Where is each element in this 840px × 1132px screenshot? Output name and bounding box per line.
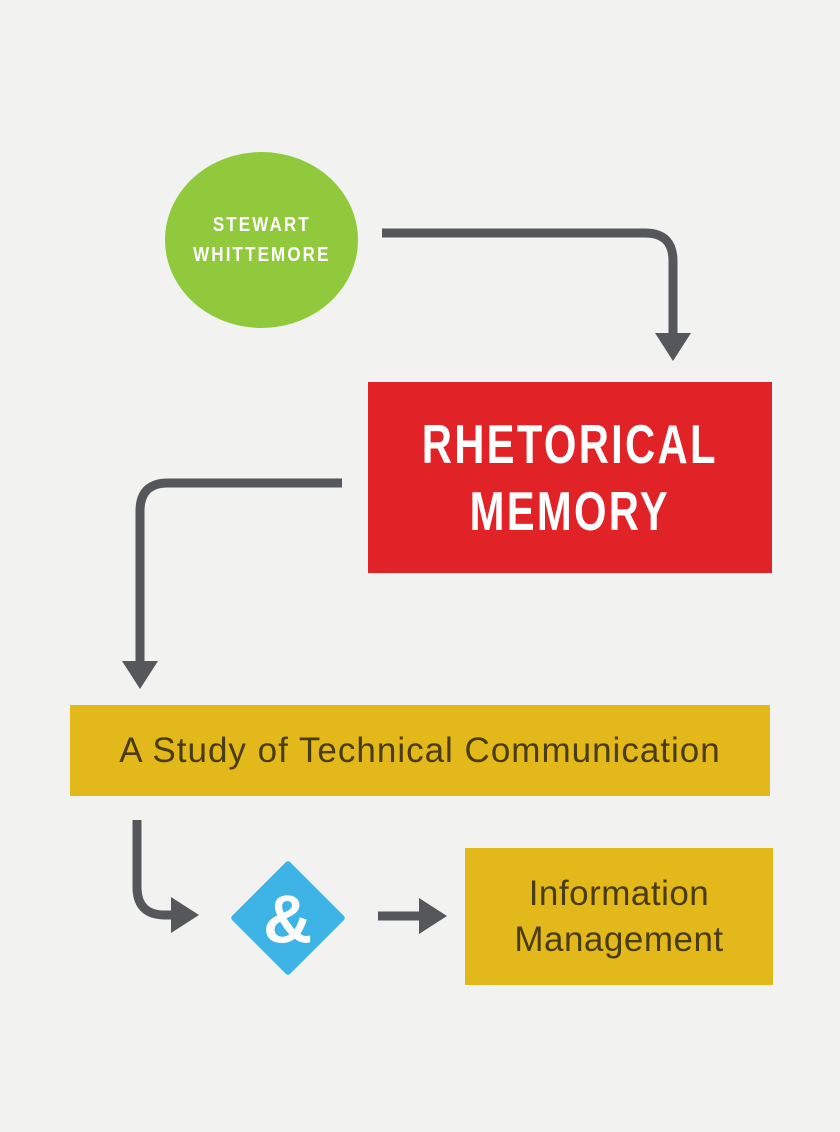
title-box: RHETORICAL MEMORY	[368, 382, 772, 573]
book-title-line2: MEMORY	[469, 479, 671, 542]
author-circle: STEWART WHITTEMORE	[165, 152, 358, 328]
arrow-down-icon	[655, 333, 691, 361]
book-title-line1: RHETORICAL	[421, 412, 719, 475]
arrow-right-icon	[171, 897, 199, 933]
subtitle-text: A Study of Technical Communication	[119, 730, 721, 770]
subtitle2-box: Information Management	[465, 848, 773, 985]
arrow-right-icon	[419, 898, 447, 934]
arrow-title-to-subtitle	[122, 478, 342, 689]
author-name-line1: STEWART	[212, 214, 311, 236]
ampersand-diamond: &	[230, 860, 346, 976]
arrow-down-icon	[122, 661, 158, 689]
arrow-title-to-subtitle-line	[135, 478, 342, 663]
author-name: STEWART WHITTEMORE	[193, 210, 330, 270]
arrow-author-to-title	[382, 228, 691, 361]
ampersand-text: &	[263, 881, 313, 958]
book-title: RHETORICAL MEMORY	[422, 411, 718, 545]
subtitle2-text: Information Management	[514, 871, 723, 963]
subtitle2-line1: Information	[528, 873, 710, 913]
subtitle-bar: A Study of Technical Communication	[70, 705, 770, 796]
subtitle2-line2: Management	[514, 919, 724, 959]
author-name-line2: WHITTEMORE	[192, 244, 331, 266]
arrow-subtitle-to-ampersand-line	[132, 820, 173, 920]
arrow-subtitle-to-ampersand	[132, 820, 199, 933]
arrow-ampersand-to-subtitle2	[378, 898, 447, 934]
arrow-author-to-title-line	[382, 228, 678, 335]
